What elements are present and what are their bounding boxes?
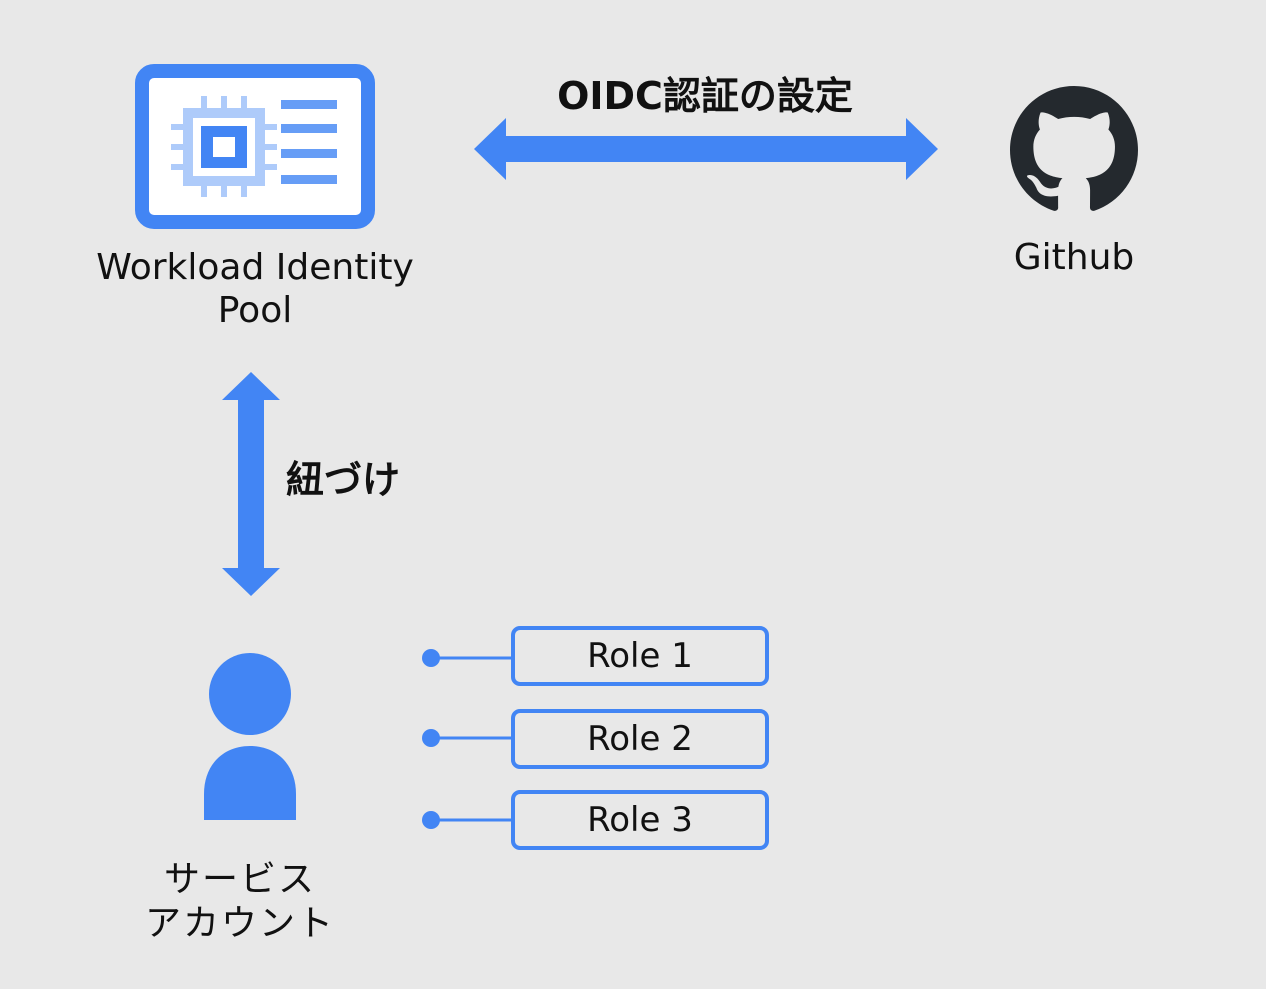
binding-label: 紐づけ	[286, 458, 401, 502]
service-account-label-line-1: サービス	[163, 859, 316, 900]
role-1-box: Role 1	[511, 626, 769, 686]
service-account-label: サービス アカウント	[110, 858, 370, 946]
oidc-label: OIDC認証の設定	[557, 74, 853, 118]
role-2-box: Role 2	[511, 709, 769, 769]
github-label: Github	[1013, 237, 1135, 278]
workload-identity-pool-label: Workload Identity Pool	[60, 246, 450, 332]
workload-identity-pool-label-line-2: Pool	[217, 290, 293, 332]
workload-identity-pool-icon	[135, 64, 375, 229]
github-icon	[1010, 86, 1138, 211]
oidc-arrow	[474, 118, 938, 180]
binding-arrow	[222, 372, 280, 596]
service-account-label-line-2: アカウント	[144, 902, 335, 944]
role-3-box: Role 3	[511, 790, 769, 850]
workload-identity-pool-label-line-1: Workload Identity	[96, 247, 414, 288]
person-icon	[204, 653, 296, 820]
role-connectors	[422, 649, 514, 829]
